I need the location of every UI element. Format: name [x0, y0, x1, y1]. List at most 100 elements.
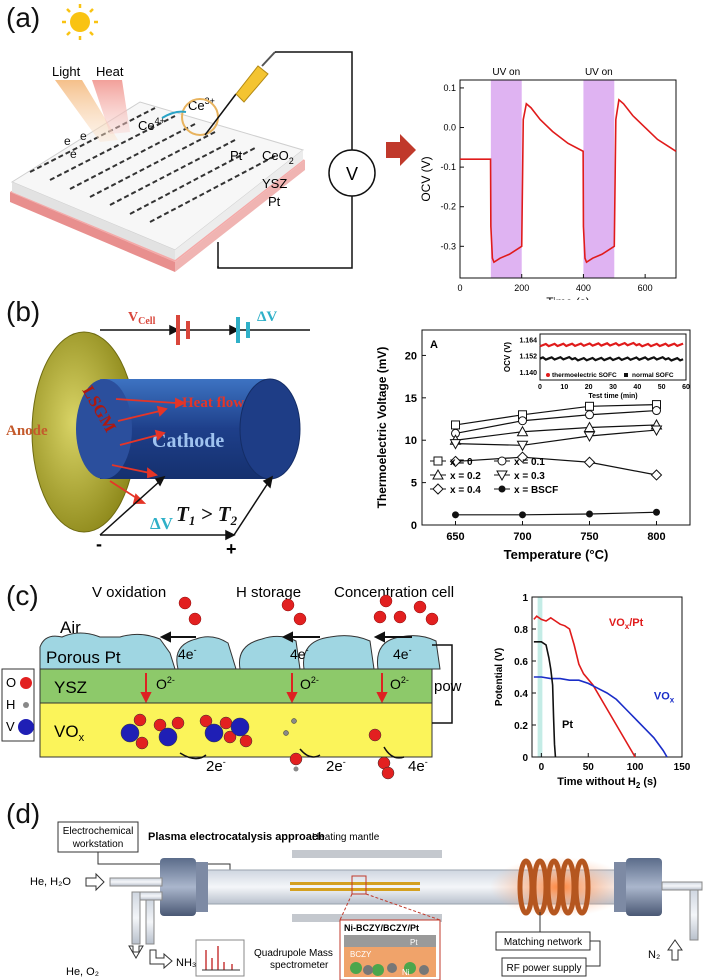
- x-tick-label: 650: [446, 531, 464, 543]
- svg-text:O2-: O2-: [390, 675, 409, 692]
- svg-text:O: O: [6, 675, 16, 690]
- heat-label: Heat: [96, 64, 124, 79]
- vox-pt-curve-label: VOx/Pt: [609, 617, 644, 631]
- ce4-label: Ce4+: [138, 116, 165, 133]
- dv-plate: [246, 322, 250, 338]
- legend-marker: [497, 456, 507, 466]
- legend-label: x = 0.1: [514, 457, 545, 468]
- uv-on-annotation: UV on: [492, 67, 520, 78]
- vox-atoms: [120, 713, 382, 750]
- heat-flow-label: Heat flow: [182, 395, 244, 411]
- svg-text:2e-: 2e-: [206, 757, 226, 775]
- rf-power-label: RF power supply: [506, 963, 581, 974]
- data-point: [516, 451, 529, 463]
- oxide-ion-arrows: [140, 673, 388, 704]
- y-tick-label: 0.8: [514, 625, 528, 636]
- panel-b-schematic: VCell ΔV LSGM Heat flow Anode Cathode T1…: [6, 309, 310, 559]
- svg-text:2e-: 2e-: [326, 757, 346, 775]
- data-point: [516, 440, 529, 452]
- ysz-label: YSZ: [262, 176, 287, 191]
- t1-t2-label: T1 > T2: [176, 502, 238, 528]
- data-point: [519, 511, 526, 519]
- workstation-label: Electrochemical: [63, 826, 134, 837]
- pow-label: pow: [434, 678, 462, 695]
- legend-marker: [433, 456, 443, 466]
- inset-y-tick-label: 1.140: [519, 370, 537, 377]
- cell-plate: [176, 315, 180, 345]
- legend-marker: [496, 470, 508, 482]
- x-tick-label: 400: [576, 283, 591, 293]
- left-flange: [160, 858, 196, 916]
- electron-label: e: [80, 129, 87, 143]
- nh3-arrow-icon: [149, 949, 173, 970]
- oxygen-molecules: [178, 594, 439, 626]
- inset-x-tick-label: 20: [585, 384, 593, 391]
- data-point: [583, 456, 596, 468]
- series-line: [455, 456, 657, 476]
- x-tick-label: 50: [583, 762, 595, 773]
- voltmeter-icon: V: [328, 149, 376, 197]
- inset-x-tick-label: 30: [609, 384, 617, 391]
- delta-v-bracket: [99, 475, 274, 541]
- y-tick-label: 0.2: [514, 721, 528, 732]
- panel-c-schematic: V oxidation H storage Concentration cell…: [1, 584, 462, 780]
- detail-title: Ni-BCZY/BCZY/Pt: [344, 923, 419, 933]
- legend-label: x = BSCF: [514, 485, 558, 496]
- ocv-line: [460, 98, 677, 264]
- n2-arrow-icon: [667, 939, 683, 961]
- series-line: [455, 424, 657, 441]
- electron-label: e: [70, 147, 77, 161]
- detail-bczy-label: BCZY: [350, 950, 372, 959]
- y-axis-label: OCV (V): [419, 156, 433, 201]
- data-point: [653, 508, 660, 516]
- series-line: [455, 429, 657, 446]
- data-point: [650, 425, 663, 437]
- inset-legend-label: thermoelectric SOFC: [552, 372, 617, 379]
- y-axis-label: Potential (V): [494, 648, 505, 706]
- inset-x-tick-label: 0: [538, 384, 542, 391]
- x-tick-label: 200: [514, 283, 529, 293]
- heating-mantle-label: Heating mantle: [312, 832, 380, 843]
- inset-x-tick-label: 40: [633, 384, 641, 391]
- delta-v-bottom-label: ΔV: [150, 514, 174, 533]
- y-tick-label: 20: [405, 350, 417, 362]
- inset-y-tick-label: 1.152: [519, 354, 537, 361]
- probe-icon: [204, 51, 276, 136]
- legend-label: x = 0.3: [514, 471, 545, 482]
- porous-pt-label: Porous Pt: [46, 648, 121, 667]
- data-point: [516, 425, 529, 437]
- uv-shade-band: [583, 80, 615, 278]
- x-tick-label: 700: [513, 531, 531, 543]
- data-point: [449, 455, 462, 468]
- y-axis-label: Thermoelectric Voltage (mV): [375, 347, 389, 509]
- svg-text:V: V: [6, 719, 15, 734]
- workstation-label: workstation: [72, 839, 124, 850]
- nh3-label: NH₃: [176, 957, 196, 969]
- legend-label: x = 0: [450, 457, 473, 468]
- y-tick-label: 1: [522, 593, 528, 604]
- svg-text:V: V: [346, 164, 358, 184]
- 4e-labels: 4e- 4e- 4e-: [178, 645, 412, 662]
- inset-x-tick-label: 10: [560, 384, 568, 391]
- y-tick-label: 5: [411, 478, 417, 490]
- pt-bottom-label: Pt: [268, 194, 281, 209]
- porous-pt-layer: [39, 632, 176, 670]
- plot-frame: [421, 329, 691, 526]
- potential-line: [533, 676, 668, 758]
- series-line: [455, 409, 657, 435]
- inset-y-axis-label: OCV (V): [503, 342, 512, 373]
- inset-x-axis-label: Test time (min): [588, 393, 637, 400]
- y-tick-label: 0: [411, 520, 417, 532]
- legend-label: x = 0.4: [450, 485, 481, 496]
- light-beam: [55, 80, 118, 142]
- atom-legend: O H V: [1, 668, 35, 742]
- inset-legend-marker: [546, 373, 550, 377]
- detail-pt-label: Pt: [410, 938, 418, 947]
- qms-label: Quadrupole Mass: [254, 948, 333, 959]
- electron-label: e: [64, 134, 71, 148]
- matching-network-label: Matching network: [504, 937, 583, 948]
- inlet-label: He, H₂O: [30, 876, 71, 888]
- x-tick-label: 0: [539, 762, 545, 773]
- plot-frame: [459, 79, 677, 279]
